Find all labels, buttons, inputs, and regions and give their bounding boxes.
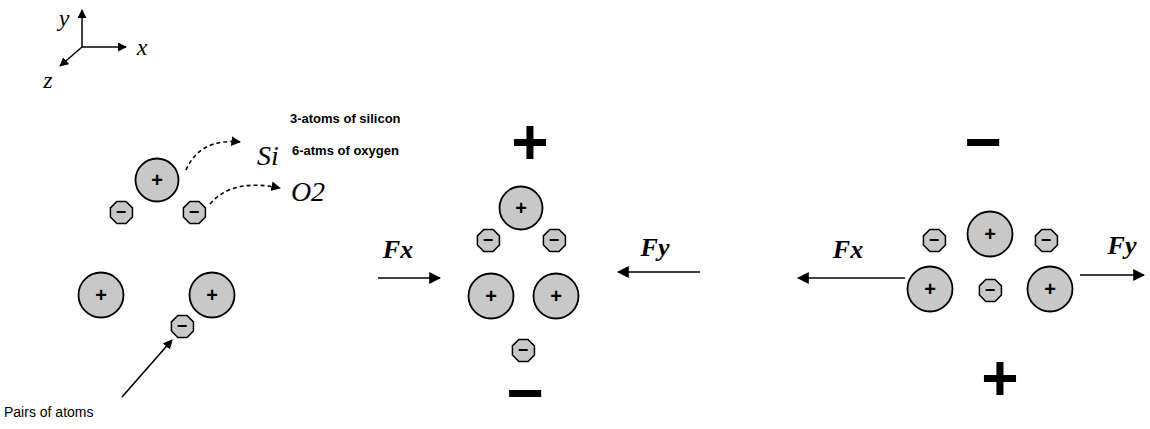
force-label: Fx — [833, 237, 863, 263]
silicon-atom: + — [77, 271, 125, 319]
oxygen-atom: − — [181, 199, 208, 226]
element-label: Si — [257, 142, 279, 170]
silicon-atom: + — [467, 272, 515, 320]
force-label: Fy — [641, 235, 670, 261]
charge-sign: − — [483, 231, 494, 249]
oxygen-leader — [210, 185, 280, 204]
oxygen-atom: − — [475, 227, 502, 254]
charge-sign: − — [1041, 231, 1052, 249]
callout-text: Pairs of atoms — [4, 405, 93, 419]
axis-label: y — [59, 6, 70, 30]
oxygen-atom: − — [1033, 227, 1060, 254]
axis-label: z — [43, 68, 52, 92]
charge-sign: + — [1044, 279, 1056, 299]
charge-sign: − — [985, 281, 996, 299]
silicon-atom: + — [134, 157, 180, 203]
axes — [60, 10, 126, 66]
charge-sign: + — [206, 285, 218, 305]
force-arrow — [378, 277, 440, 279]
oxygen-atom: − — [977, 277, 1004, 304]
charge-sign: + — [511, 110, 548, 174]
force-arrow — [618, 271, 700, 273]
force-arrow — [798, 277, 905, 279]
note-text: 3-atoms of silicon — [290, 112, 401, 125]
charge-sign: + — [924, 279, 936, 299]
silicon-leader — [186, 142, 240, 170]
charge-sign: − — [506, 361, 543, 425]
pairs-leader — [122, 340, 172, 397]
charge-sign: + — [485, 286, 497, 306]
charge-sign: − — [189, 203, 200, 221]
silicon-atom: + — [906, 265, 954, 313]
charge-sign: − — [964, 110, 1001, 174]
charge-sign: + — [515, 198, 527, 218]
charge-sign: − — [116, 203, 127, 221]
charge-sign: + — [981, 346, 1018, 410]
axis-label: x — [137, 35, 148, 59]
charge-sign: − — [549, 231, 560, 249]
silicon-atom: + — [188, 271, 236, 319]
silicon-atom: + — [1026, 265, 1074, 313]
silicon-atom: + — [966, 210, 1014, 258]
element-label: O2 — [291, 178, 325, 206]
oxygen-atom: − — [108, 199, 135, 226]
charge-sign: + — [984, 224, 996, 244]
charge-sign: − — [177, 317, 188, 335]
oxygen-atom: − — [169, 313, 196, 340]
charge-sign: − — [929, 231, 940, 249]
leader-lines — [122, 142, 280, 397]
silicon-atom: + — [532, 272, 580, 320]
x-axis — [82, 46, 126, 48]
force-label: Fy — [1108, 233, 1137, 259]
note-text: 6-atms of oxygen — [292, 144, 399, 157]
oxygen-atom: − — [510, 337, 537, 364]
y-axis — [81, 10, 83, 47]
charge-sign: + — [550, 286, 562, 306]
oxygen-atom: − — [541, 227, 568, 254]
silicon-atom: + — [498, 185, 544, 231]
z-axis — [60, 47, 82, 66]
charge-sign: + — [151, 170, 163, 190]
charge-sign: − — [518, 341, 529, 359]
force-label: Fx — [383, 237, 413, 263]
oxygen-atom: − — [921, 227, 948, 254]
charge-sign: + — [95, 285, 107, 305]
force-arrow — [1080, 274, 1144, 276]
